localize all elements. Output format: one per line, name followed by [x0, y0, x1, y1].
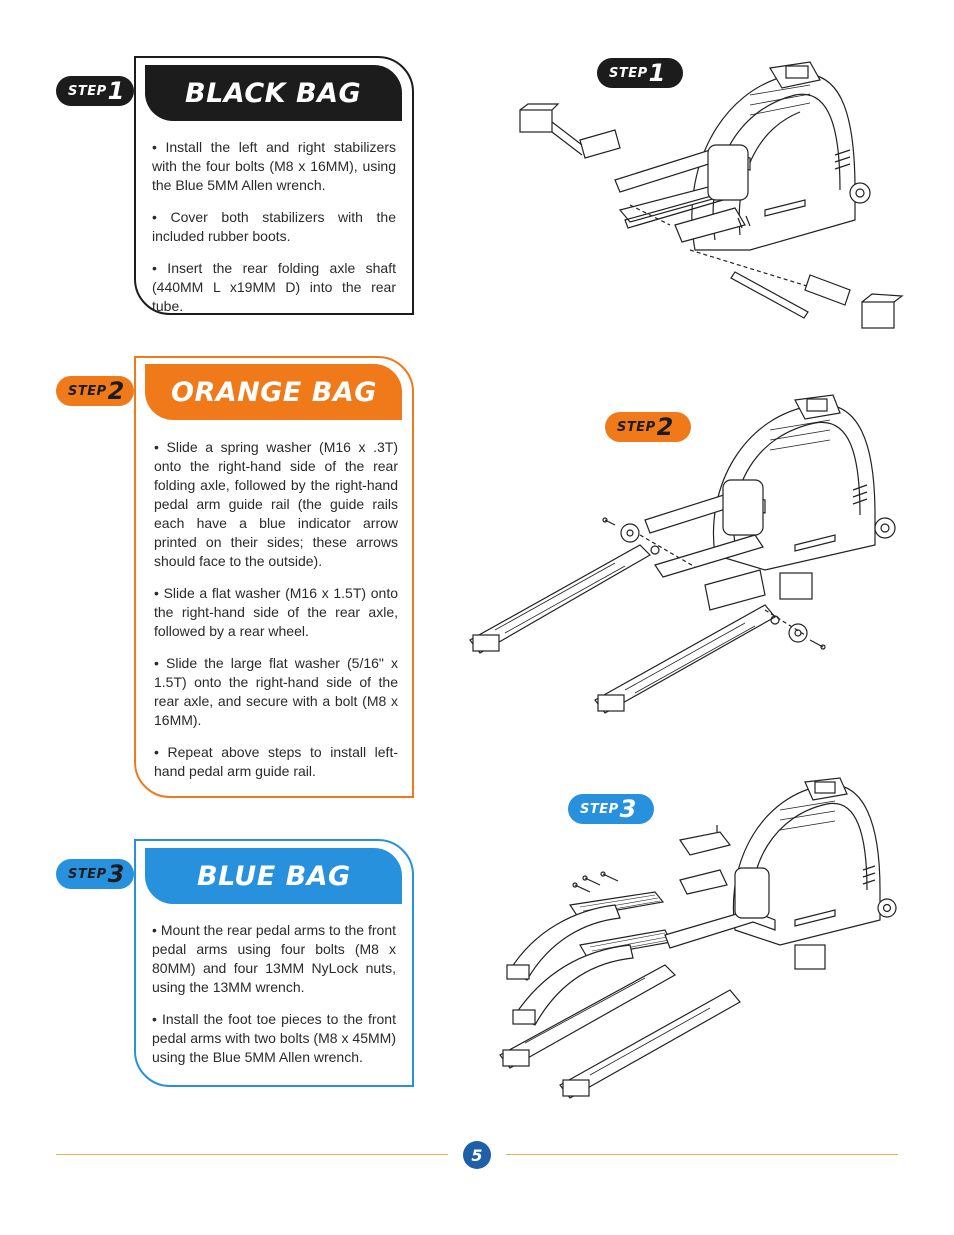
step-2-tag-number: 2	[107, 377, 125, 405]
step-2-title: ORANGE BAG	[171, 376, 377, 408]
step-1-instruction: • Insert the rear folding axle shaft (44…	[152, 260, 396, 314]
step-1-card	[134, 56, 414, 315]
step-1-tag-number: 1	[107, 77, 125, 105]
step-3-tag-number: 3	[107, 860, 125, 888]
step-1-title: BLACK BAG	[185, 77, 362, 109]
step-3-assembly-diagram	[499, 777, 897, 1099]
step-3-tag: STEP 3	[56, 859, 134, 889]
step-2-tag: STEP 2	[56, 376, 134, 406]
step-2-card	[134, 356, 414, 798]
page-number: 5	[471, 1145, 483, 1165]
diagram-3-tag-number: 3	[619, 795, 637, 823]
step-2-banner: ORANGE BAG	[145, 364, 402, 420]
step-1-assembly-diagram	[519, 61, 904, 329]
step-1-banner: BLACK BAG	[145, 65, 402, 121]
page-number-badge: 5	[463, 1141, 491, 1169]
step-3-instructions: • Mount the rear pedal arms to the front…	[152, 921, 396, 1080]
step-2-instruction: • Slide the large flat washer (5/16" x 1…	[154, 655, 398, 728]
step-3-title: BLUE BAG	[197, 860, 351, 892]
footer-rule-right	[506, 1154, 898, 1155]
step-2-instructions: • Slide a spring washer (M16 x .3T) onto…	[154, 438, 398, 794]
diagram-1-tag-number: 1	[648, 59, 666, 87]
diagram-2-tag-word: STEP	[617, 419, 656, 435]
diagram-1-tag: STEP 1	[597, 58, 683, 88]
step-2-instruction: • Repeat above steps to install left-han…	[154, 744, 398, 779]
diagram-2-tag-number: 2	[656, 413, 674, 441]
step-1-tag-word: STEP	[68, 83, 107, 99]
footer-rule-left	[56, 1154, 448, 1155]
step-3-instruction: • Mount the rear pedal arms to the front…	[152, 922, 396, 995]
step-3-tag-word: STEP	[68, 866, 107, 882]
diagram-2-tag: STEP 2	[605, 412, 691, 442]
step-3-instruction: • Install the foot toe pieces to the fro…	[152, 1011, 396, 1065]
step-1-instruction: • Install the left and right stabilizers…	[152, 139, 396, 193]
diagram-3-tag: STEP 3	[568, 794, 654, 824]
step-3-card	[134, 839, 414, 1087]
step-3-banner: BLUE BAG	[145, 848, 402, 904]
step-2-instruction: • Slide a flat washer (M16 x 1.5T) onto …	[154, 585, 398, 639]
step-2-instruction: • Slide a spring washer (M16 x .3T) onto…	[154, 439, 398, 569]
step-2-tag-word: STEP	[68, 383, 107, 399]
step-2-assembly-diagram	[469, 394, 896, 714]
diagram-3-tag-word: STEP	[580, 801, 619, 817]
diagram-1-tag-word: STEP	[609, 65, 648, 81]
step-1-instruction: • Cover both stabilizers with the includ…	[152, 209, 396, 244]
step-1-tag: STEP 1	[56, 76, 134, 106]
step-1-instructions: • Install the left and right stabilizers…	[152, 138, 396, 329]
